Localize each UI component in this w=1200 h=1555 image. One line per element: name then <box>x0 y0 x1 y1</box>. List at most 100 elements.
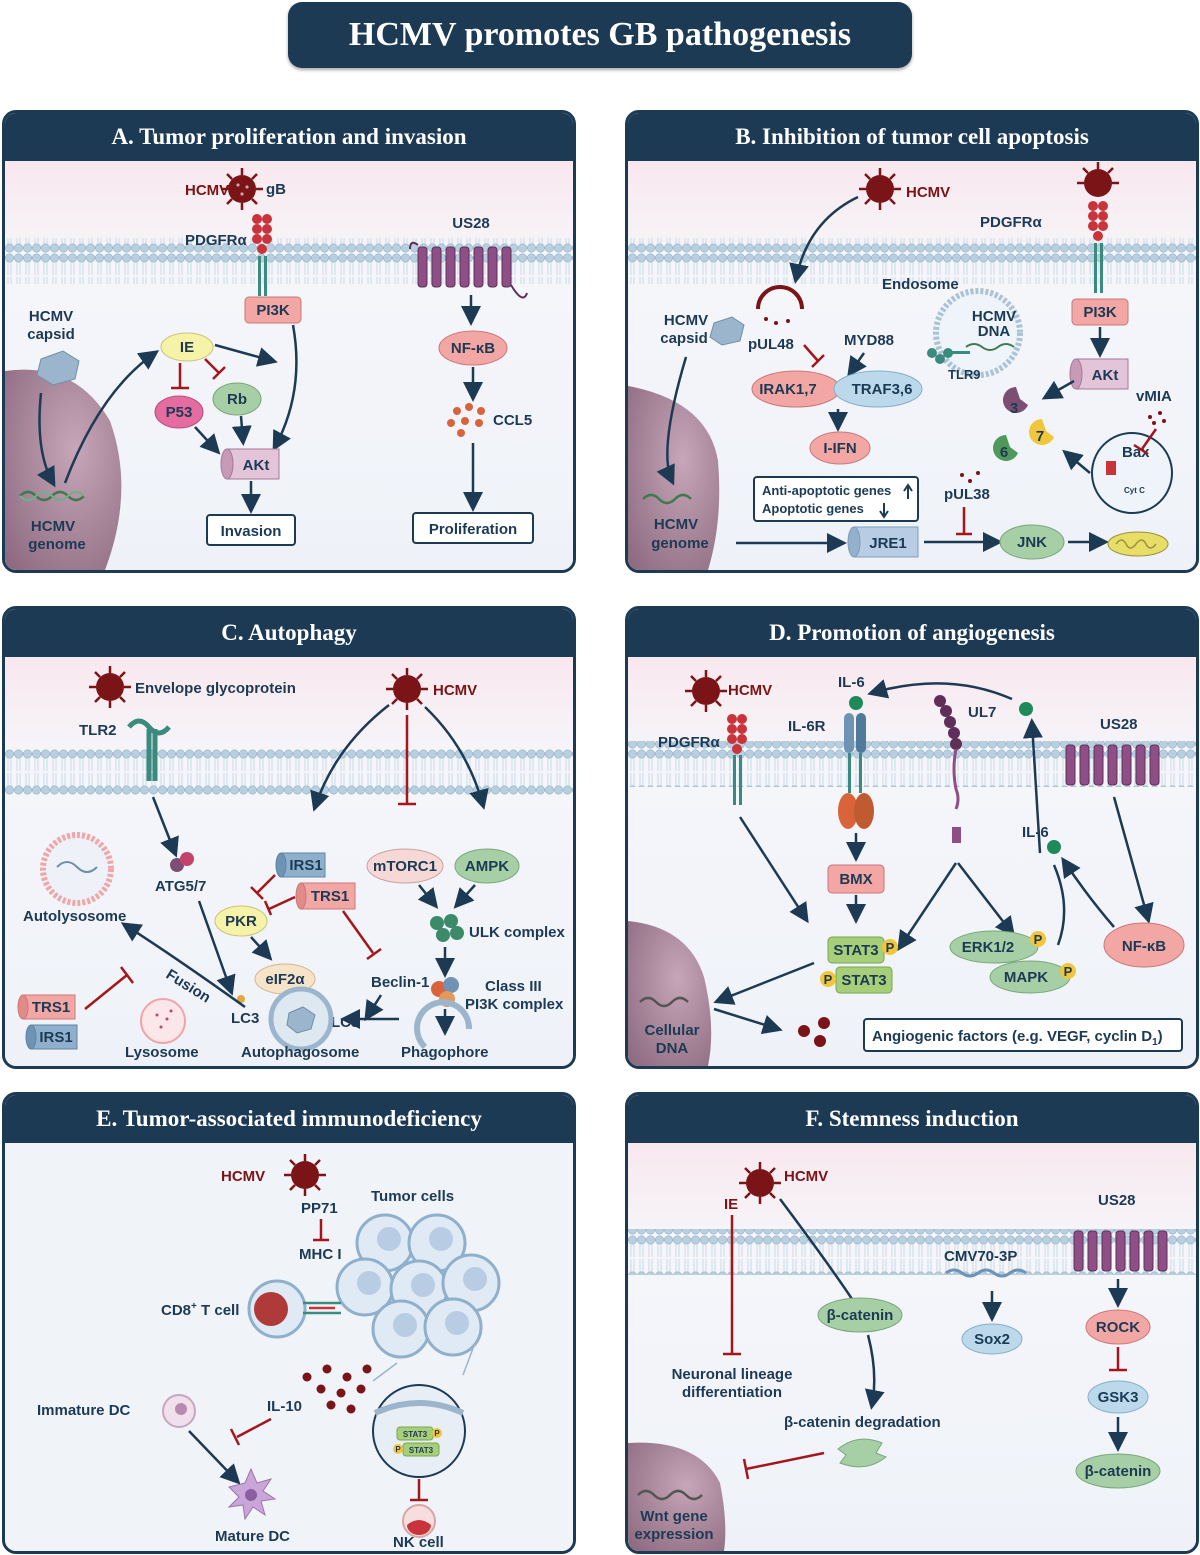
arrow-rb-akt <box>231 415 252 446</box>
inhibit-ie-rb-bar <box>212 366 226 380</box>
genome-label: HCMV <box>654 516 698 533</box>
inhibit-trs1-beclin <box>341 910 375 954</box>
zoom-stat3-label: STAT3 <box>403 1430 428 1439</box>
panel-b: B. Inhibition of tumor cell apoptosis HC… <box>625 110 1199 573</box>
genome-label-2: genome <box>651 535 709 552</box>
panel-e-title: E. Tumor-associated immunodeficiency <box>96 1106 482 1131</box>
capsid-icon <box>709 316 745 346</box>
akt-label: AKt <box>1092 367 1119 384</box>
virus-icon <box>221 168 263 210</box>
il6-label: IL-6 <box>838 674 865 691</box>
pdgfra-receptor <box>727 714 747 805</box>
panel-a-header: A. Tumor proliferation and invasion <box>5 113 573 161</box>
ulk-label: ULK complex <box>469 924 566 941</box>
inhibit-vmia-bax <box>1140 428 1158 450</box>
arrow-down-icon <box>879 503 889 519</box>
ie-label: IE <box>180 339 194 356</box>
genes-box <box>753 476 919 522</box>
nucleus <box>628 1442 726 1551</box>
arrow-myd88-traf <box>847 352 867 378</box>
virus-icon <box>859 168 901 210</box>
pi3k-label: PI3K <box>1083 304 1117 321</box>
lysosome-dots <box>155 1009 173 1029</box>
mapk-label: MAPK <box>1004 969 1048 986</box>
panel-d: D. Promotion of angiogenesis Cellular DN… <box>625 606 1199 1069</box>
panel-c-header: C. Autophagy <box>5 609 573 657</box>
ampk-node <box>454 848 520 884</box>
panel-a-diagram: HCMV genome HCMV capsid HCMV gB PDGFRα P… <box>5 161 573 570</box>
arrow-capsid-genome <box>656 356 688 486</box>
lc3-dot <box>237 995 245 1003</box>
iifn-label: I-IFN <box>823 440 856 457</box>
pdgfra-label: PDGFRα <box>658 734 721 751</box>
ulk-complex-icon <box>430 914 464 942</box>
us28-label: US28 <box>1100 716 1138 733</box>
panel-f-header: F. Stemness induction <box>628 1095 1196 1143</box>
beclin-label: Beclin-1 <box>371 974 429 991</box>
inhibit-il10-dc <box>236 1417 272 1439</box>
arrow-p53-akt <box>194 426 221 455</box>
virus-icon <box>685 670 727 712</box>
nk-label: NK cell <box>393 1534 444 1551</box>
mito-zoom <box>1091 432 1173 514</box>
irs1-label: IRS1 <box>289 857 322 874</box>
p-badge-3 <box>1030 931 1046 947</box>
genome-label: HCMV <box>31 518 75 535</box>
mhc-label: MHC I <box>299 1246 342 1263</box>
panel-c-diagram: Envelope glycoprotein TLR2 ATG5/7 HCMV I… <box>5 657 573 1066</box>
arrow-capsid-genome <box>36 392 56 488</box>
zoom-p <box>432 1428 442 1438</box>
angio-box <box>863 1018 1183 1052</box>
dna-label-2: DNA <box>978 323 1011 340</box>
pp71-label: PP71 <box>301 1200 338 1217</box>
us28-label: US28 <box>452 215 490 232</box>
atg-icon <box>170 852 194 872</box>
rb-node <box>212 382 262 416</box>
virus-icon <box>284 1154 326 1196</box>
arrow-ul7-erk <box>957 862 1016 937</box>
erk-label: ERK1/2 <box>962 939 1015 956</box>
mitochondrion-icon <box>1107 531 1169 557</box>
degraded-bcat-icon <box>837 1438 887 1468</box>
ul7-label: UL7 <box>968 704 996 721</box>
ccl5-label: CCL5 <box>493 412 532 429</box>
rock-label: ROCK <box>1096 1319 1140 1336</box>
inhibit-deg-wnt <box>745 1451 825 1471</box>
pkr-label: PKR <box>225 913 257 930</box>
p-badge-4 <box>1060 963 1076 979</box>
caspase-6-label: 6 <box>1000 444 1008 461</box>
caspase-7-label: 7 <box>1036 428 1044 445</box>
lc3-label-2: LC3 <box>331 1014 359 1031</box>
cd8-nucleus <box>254 1292 288 1326</box>
arrow-erk-il6 <box>1052 864 1066 946</box>
panel-a: A. Tumor proliferation and invasion HCMV… <box>2 110 576 573</box>
il6-dot <box>849 696 863 710</box>
wnt-label-2: expression <box>634 1526 713 1543</box>
ie-node <box>160 332 214 362</box>
jnk-label: JNK <box>1017 534 1047 551</box>
caspase-6 <box>993 435 1018 461</box>
bcatdeg-label: β-catenin degradation <box>784 1414 941 1431</box>
sox2-label: Sox2 <box>974 1331 1010 1348</box>
gb-label: gB <box>266 181 286 198</box>
vmia-label: vMIA <box>1136 388 1172 405</box>
p-label-2: P <box>824 972 833 987</box>
il6r-label: IL-6R <box>788 718 826 735</box>
arrow-pi3k-akt <box>272 324 298 452</box>
zoom-p-label-2: P <box>395 1445 401 1454</box>
dna-label-2: DNA <box>656 1040 689 1057</box>
p53-node <box>154 395 204 429</box>
tumor-nuclei <box>357 1227 487 1337</box>
zoom-p-label: P <box>434 1429 440 1438</box>
capsid-label: HCMV <box>664 312 708 329</box>
pi3k-node <box>1071 298 1129 326</box>
caspase-3-label: 3 <box>1010 400 1018 417</box>
nucleus <box>5 369 122 570</box>
inhibit-ie-rb <box>204 358 220 374</box>
pkr-node <box>214 905 268 937</box>
phagophore-label: Phagophore <box>401 1044 489 1061</box>
gsk3-label: GSK3 <box>1098 1389 1139 1406</box>
arrow-il6-receptor <box>867 679 1013 701</box>
myd88-label: MYD88 <box>844 332 894 349</box>
bmx-label: BMX <box>839 871 872 888</box>
